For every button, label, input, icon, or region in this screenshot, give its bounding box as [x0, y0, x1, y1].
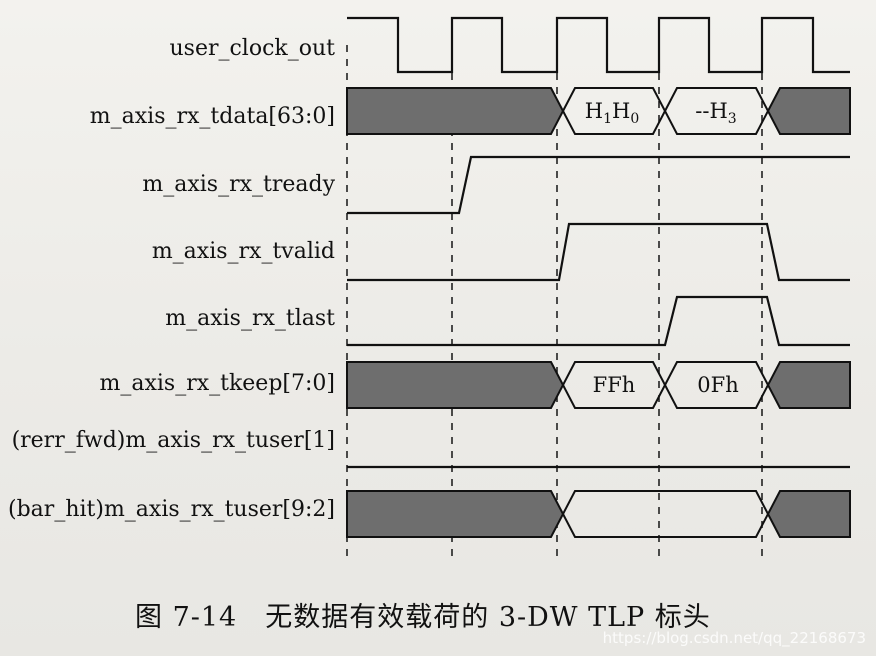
tkeep-beat-1-value: FFh — [593, 373, 636, 397]
tuser92-valid-region — [561, 490, 770, 538]
watermark: https://blog.csdn.net/qq_22168673 — [603, 629, 866, 648]
signal-labels: user_clock_out m_axis_rx_tdata[63:0] m_a… — [8, 36, 336, 522]
signal-label-tlast: m_axis_rx_tlast — [165, 306, 335, 331]
waveform-tvalid — [347, 222, 850, 282]
signal-label-clk: user_clock_out — [169, 36, 335, 61]
tdata-beat-2-value: --H3 — [695, 99, 736, 127]
waveform-tlast — [347, 295, 850, 347]
tkeep-invalid-region-end — [766, 361, 851, 409]
tdata-invalid-region-end — [766, 87, 851, 135]
waveform-tready — [347, 155, 850, 215]
signal-label-tready: m_axis_rx_tready — [142, 172, 335, 197]
tdata-beat-1-value: H1H0 — [585, 99, 640, 127]
signal-label-tvalid: m_axis_rx_tvalid — [152, 239, 335, 264]
signal-label-tdata: m_axis_rx_tdata[63:0] — [90, 104, 335, 129]
figure-number: 图 7-14 — [135, 602, 237, 633]
signal-label-tuser92: (bar_hit)m_axis_rx_tuser[9:2] — [8, 497, 335, 522]
figure-title: 无数据有效载荷的 3-DW TLP 标头 — [265, 602, 711, 633]
tuser92-invalid-region-end — [766, 490, 851, 538]
tuser92-invalid-region-start — [346, 490, 565, 538]
signal-label-tkeep: m_axis_rx_tkeep[7:0] — [99, 371, 335, 396]
tkeep-beat-2-value: 0Fh — [697, 373, 738, 397]
waveform-tdata: H1H0 --H3 — [346, 87, 851, 135]
waveform-clk — [347, 16, 850, 74]
signal-label-tuser1: (rerr_fwd)m_axis_rx_tuser[1] — [12, 428, 335, 453]
figure-caption: 图 7-14 无数据有效载荷的 3-DW TLP 标头 — [135, 602, 711, 633]
tkeep-invalid-region-start — [346, 361, 565, 409]
waveform-tuser92 — [346, 490, 851, 538]
tdata-invalid-region-start — [346, 87, 565, 135]
waveform-tkeep: FFh 0Fh — [346, 361, 851, 409]
